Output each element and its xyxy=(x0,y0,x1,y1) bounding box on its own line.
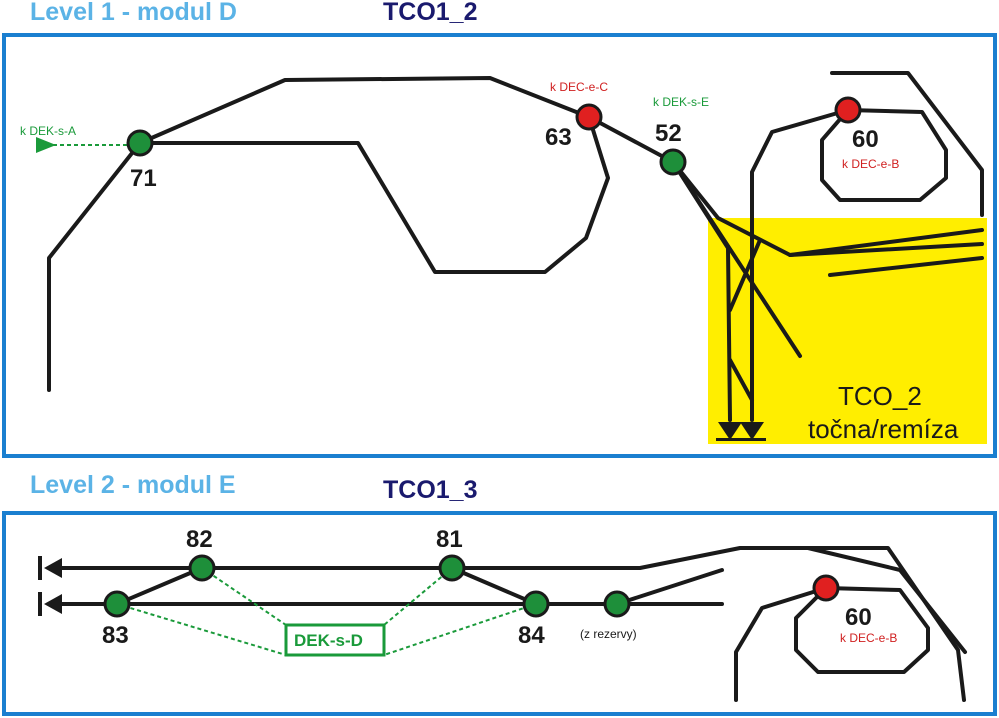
dek-link-81 xyxy=(383,567,453,626)
track-l1-outer-left xyxy=(47,141,142,392)
dek-link-83 xyxy=(116,603,287,656)
level2-panel xyxy=(2,511,997,716)
node-60-level2-label: 60 xyxy=(845,604,872,631)
track-l2-right-outer xyxy=(806,546,967,654)
label-dec-e-c: k DEC-e-C xyxy=(550,80,608,94)
level1-title: Level 1 - modul D xyxy=(30,0,237,26)
label-dec-e-b-level2: k DEC-e-B xyxy=(840,631,897,645)
track-l1-depot-diag xyxy=(728,358,754,402)
track-l2-spur xyxy=(615,568,724,606)
zone-label-tco2: TCO_2 xyxy=(838,381,922,411)
track-l1-52-to-depot-b xyxy=(671,160,802,358)
node-reserve-label: (z rezervy) xyxy=(580,627,637,641)
dek-s-d-label: DEK-s-D xyxy=(294,631,363,650)
track-l1-depot-link xyxy=(728,238,762,312)
node-83[interactable] xyxy=(103,590,131,618)
node-60-level1[interactable] xyxy=(834,96,862,124)
node-52-label: 52 xyxy=(655,120,682,147)
track-l2-cross-83-82 xyxy=(115,566,204,606)
buffer-bar-upper xyxy=(38,556,42,580)
label-dek-s-a: k DEK-s-A xyxy=(20,124,76,138)
depot-end-arrow-1 xyxy=(718,422,742,440)
track-l1-fan-2 xyxy=(788,242,984,257)
dek-s-d-box[interactable] xyxy=(284,623,386,657)
node-63[interactable] xyxy=(575,103,603,131)
node-63-label: 63 xyxy=(545,124,572,151)
node-84[interactable] xyxy=(522,590,550,618)
node-60-level2[interactable] xyxy=(812,574,840,602)
node-82[interactable] xyxy=(188,554,216,582)
node-81-label: 81 xyxy=(436,526,463,553)
buffer-bar-lower xyxy=(38,592,42,616)
node-84-label: 84 xyxy=(518,622,545,649)
level1-tco-label: TCO1_2 xyxy=(383,0,478,26)
track-l1-lower-loop xyxy=(138,115,610,274)
node-82-label: 82 xyxy=(186,526,213,553)
node-83-label: 83 xyxy=(102,622,129,649)
depot-end-bar xyxy=(716,438,766,441)
node-60-level1-label: 60 xyxy=(852,126,879,153)
buffer-stop-lower xyxy=(44,594,62,614)
buffer-stop-upper xyxy=(44,558,62,578)
turntable-octagon-2 xyxy=(794,586,930,674)
label-dec-e-b-level1: k DEC-e-B xyxy=(842,157,899,171)
node-52[interactable] xyxy=(659,148,687,176)
track-l1-fan-3 xyxy=(828,256,984,277)
track-l1-link-63-52 xyxy=(587,115,675,164)
dek-link-82 xyxy=(201,567,287,626)
node-71[interactable] xyxy=(126,129,154,157)
track-l1-to-turntable xyxy=(750,108,850,422)
zone-label-turntable: točna/remíza xyxy=(808,414,959,444)
depot-end-arrow-2 xyxy=(740,422,764,440)
track-l2-cross-81-84 xyxy=(450,566,538,606)
turntable-octagon-1 xyxy=(820,108,948,202)
track-l2-to-turntable xyxy=(734,586,828,702)
track-l1-right-outer xyxy=(830,71,984,217)
level2-title: Level 2 - modul E xyxy=(30,471,236,499)
label-dek-s-e: k DEK-s-E xyxy=(653,95,709,109)
track-l1-upper-arc xyxy=(138,76,591,145)
dek-link-84 xyxy=(383,603,537,656)
node-reserve[interactable] xyxy=(603,590,631,618)
level2-tco-label: TCO1_3 xyxy=(383,476,478,504)
node-81[interactable] xyxy=(438,554,466,582)
node-71-label: 71 xyxy=(130,165,157,192)
